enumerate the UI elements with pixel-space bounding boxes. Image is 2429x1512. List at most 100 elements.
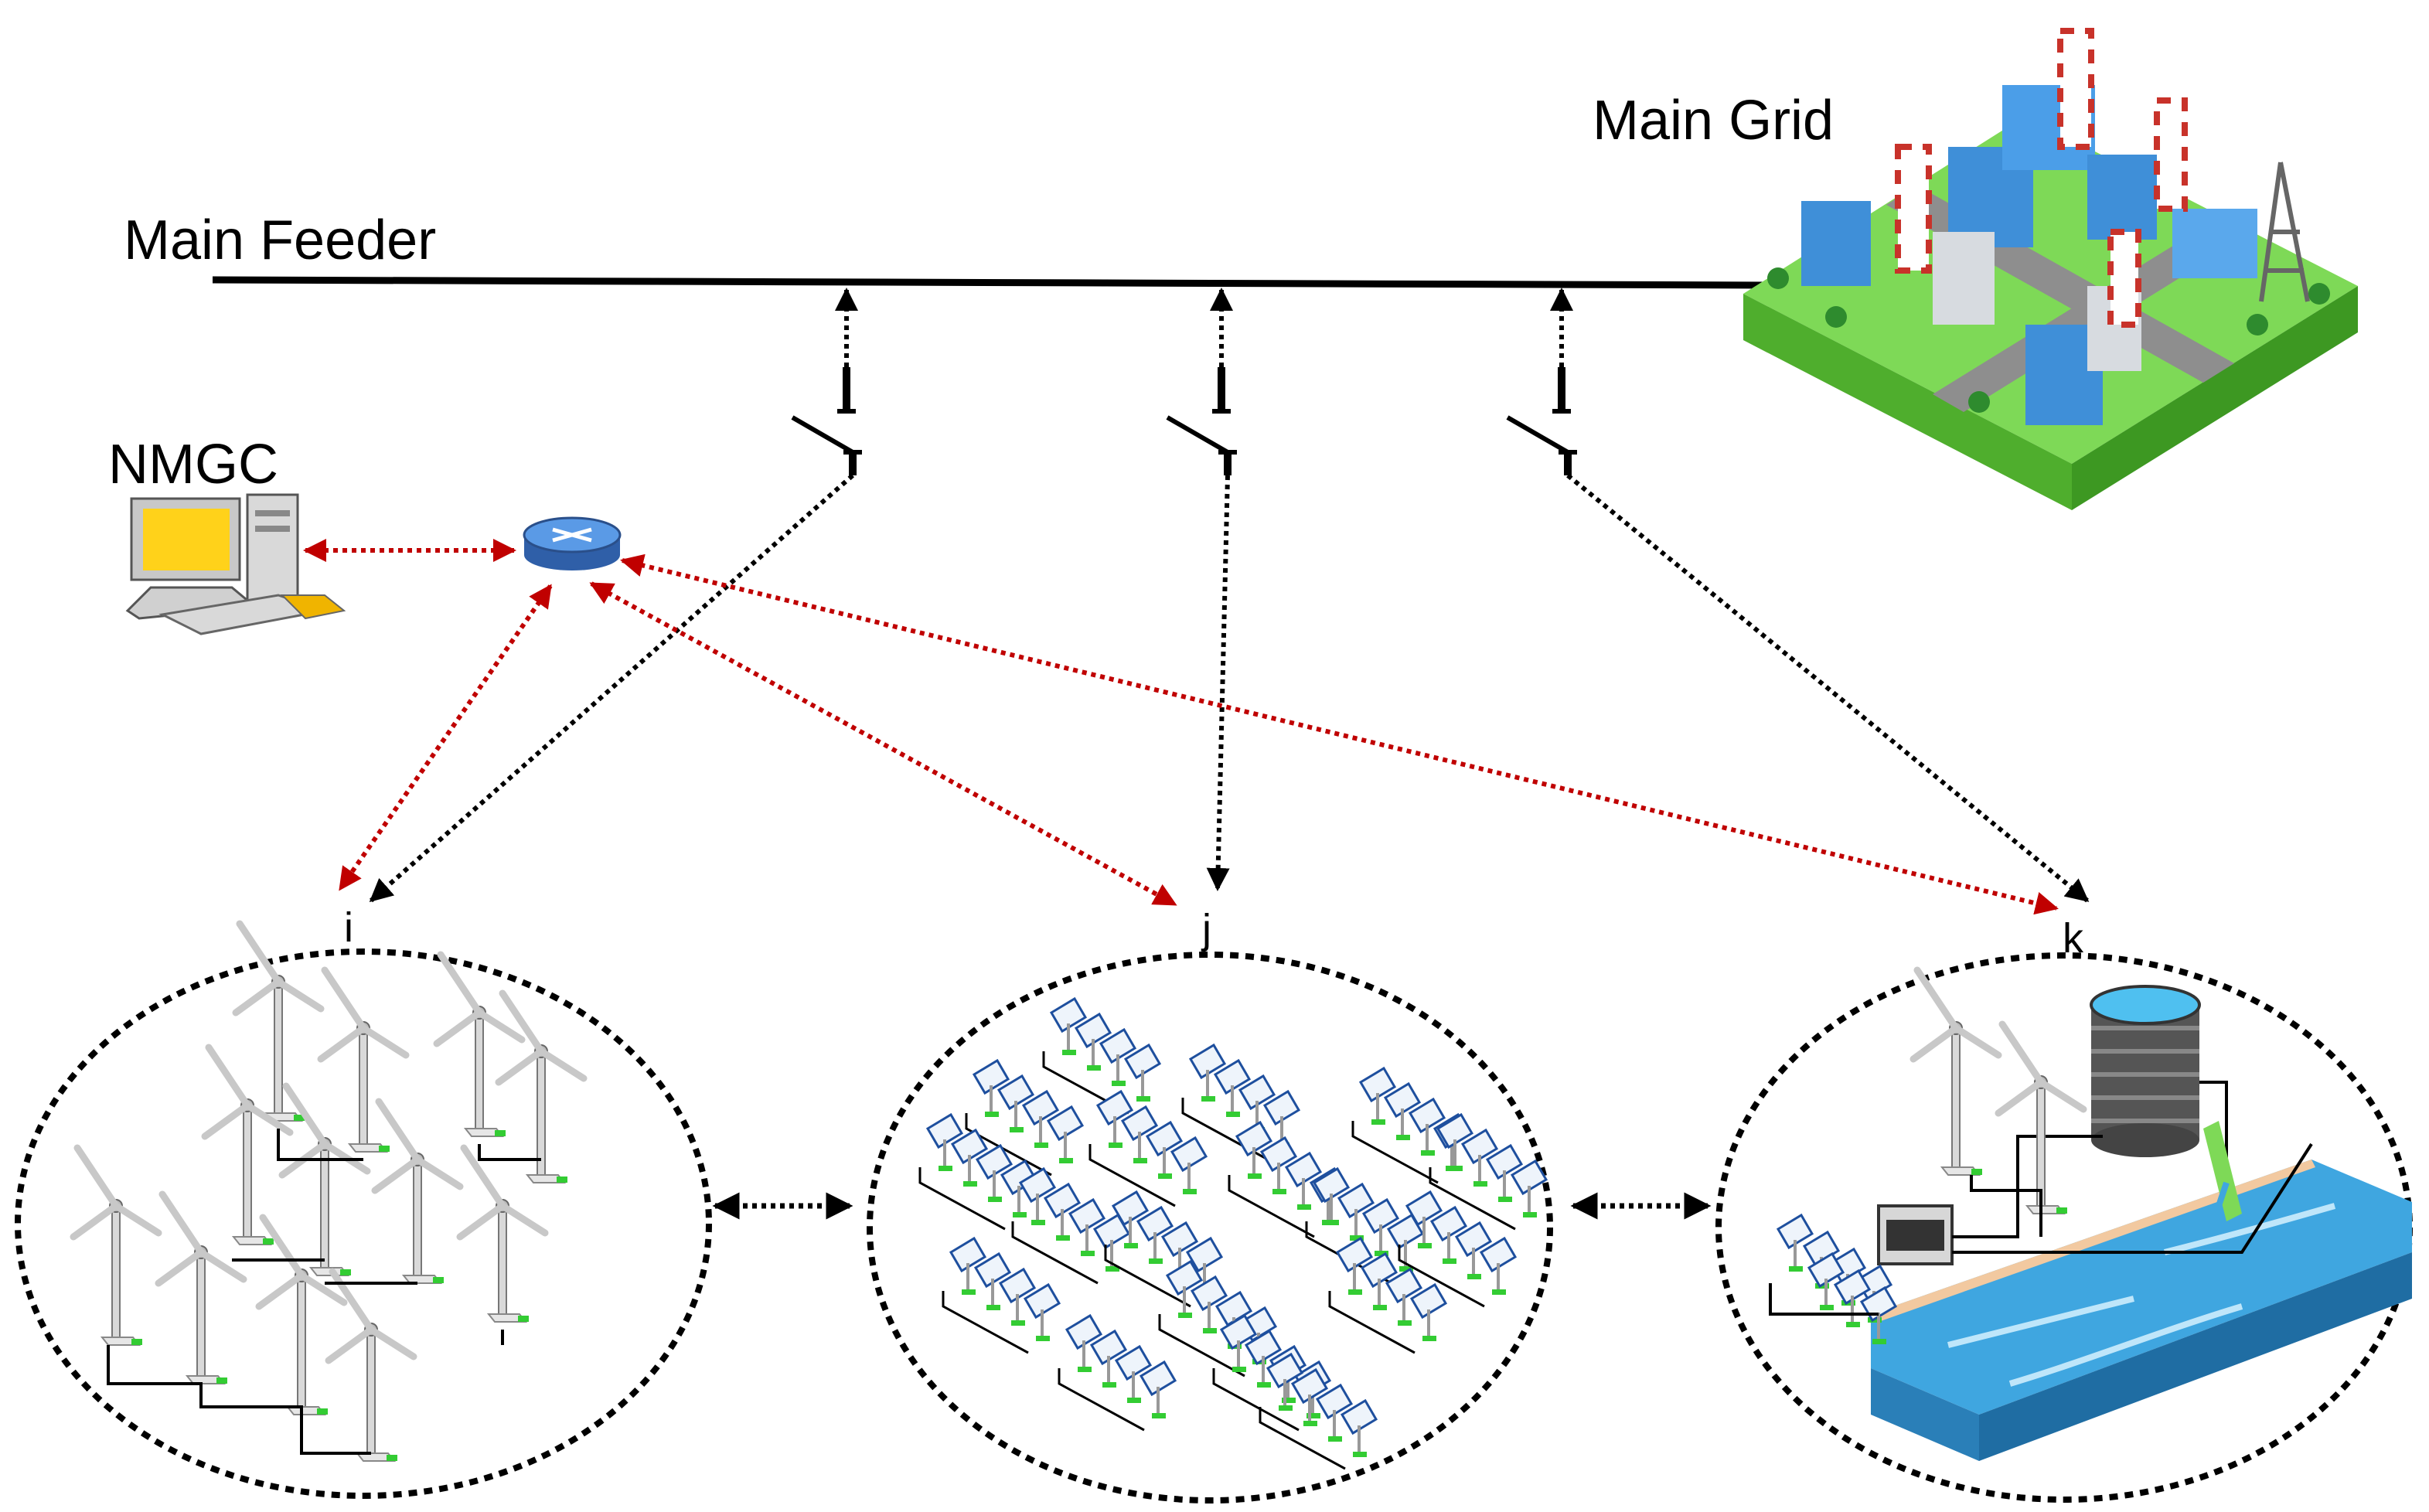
turbine-blade: [1909, 1024, 1960, 1063]
solar-panel-base: [1226, 1112, 1240, 1117]
solar-panel-face: [1454, 1221, 1493, 1258]
solar-panel-icon: [1213, 1058, 1252, 1117]
solar-panel-face: [1190, 1275, 1228, 1312]
solar-panel-icon: [1188, 1043, 1227, 1102]
solar-panel-base: [1102, 1382, 1116, 1388]
turbine-converter: [216, 1377, 227, 1384]
microgrid-k-hybrid: [1871, 985, 2412, 1461]
solar-panel-face: [1405, 1190, 1443, 1227]
solar-panel-face: [1315, 1383, 1354, 1420]
wind-turbine-icon: [232, 920, 325, 1122]
turbine-blade: [325, 1326, 375, 1364]
microgrid-i-wind-farm: [70, 920, 588, 1462]
solar-panel-base: [963, 1181, 977, 1187]
solar-panel-icon: [972, 1058, 1010, 1117]
solar-panel-face: [1802, 1230, 1841, 1267]
solar-panel-base: [1232, 1367, 1246, 1372]
solar-row-cabling: [1398, 1245, 1485, 1308]
solar-panel-face: [1065, 1313, 1103, 1350]
solar-panel-face: [975, 1143, 1014, 1180]
solar-panel-base: [1282, 1398, 1296, 1403]
solar-row-cabling: [1212, 1368, 1300, 1432]
computer-icon: [125, 493, 346, 635]
solar-panel-face: [1262, 1089, 1301, 1126]
solar-panel-face: [1235, 1120, 1273, 1157]
solar-panel-base: [1112, 1081, 1126, 1086]
solar-panel-face: [1095, 1089, 1134, 1126]
turbine-tower: [498, 1205, 507, 1315]
solar-panel-icon: [1335, 1236, 1374, 1295]
solar-panel-base: [986, 1305, 1000, 1310]
solar-panel-base: [1498, 1197, 1512, 1202]
solar-panel-base: [1031, 1220, 1045, 1225]
turbine-tower: [111, 1205, 121, 1338]
solar-panel-face: [1290, 1367, 1329, 1405]
solar-row-cabling: [1181, 1098, 1269, 1161]
solar-panel-face: [998, 1267, 1037, 1304]
solar-panel-base: [1062, 1050, 1076, 1055]
solar-panel-base: [1297, 1204, 1311, 1210]
solar-panel-base: [1820, 1305, 1834, 1310]
turbine-blade: [112, 1202, 162, 1237]
solar-panel-face: [1114, 1344, 1153, 1381]
solar-panel-base: [1081, 1251, 1095, 1256]
turbine-blade: [359, 1024, 410, 1059]
solar-panel-base: [1328, 1436, 1342, 1442]
turbine-converter: [387, 1455, 397, 1461]
solar-panel-icon: [1479, 1236, 1518, 1295]
turbine-blade: [460, 1144, 506, 1210]
solar-panel-face: [1833, 1269, 1872, 1306]
wind-turbine-icon: [255, 1214, 348, 1415]
solar-panel-face: [1046, 1105, 1085, 1142]
turbine-blade: [329, 1268, 375, 1333]
solar-panel-base: [1398, 1320, 1412, 1326]
solar-panel-face: [1510, 1159, 1548, 1196]
solar-panel-base: [985, 1112, 999, 1117]
solar-panel-base: [1353, 1452, 1367, 1457]
solar-panel-icon: [975, 1143, 1014, 1202]
solar-panel-face: [1139, 1360, 1177, 1397]
turbine-tower: [196, 1251, 206, 1377]
solar-panel-face: [1284, 1151, 1323, 1188]
solar-panel-base: [962, 1289, 976, 1295]
solar-panel-face: [1021, 1089, 1060, 1126]
solar-panel-face: [1170, 1136, 1208, 1173]
turbine-tower: [413, 1159, 422, 1276]
switch-j: [1166, 367, 1237, 475]
solar-panel-base: [1422, 1336, 1436, 1341]
solar-panel-base: [1011, 1320, 1025, 1326]
microgrid-j-solar-farm: [918, 996, 1548, 1470]
comm-link-router-i: [338, 584, 553, 891]
turbine-blade: [375, 1098, 421, 1163]
microgrid-k-generation: [1769, 966, 2087, 1344]
solar-panel-icon: [1244, 1329, 1283, 1388]
solar-panel-base: [1127, 1398, 1141, 1403]
turbine-blade: [255, 1272, 305, 1310]
solar-panel-face: [1068, 1197, 1106, 1234]
solar-panel-face: [1136, 1205, 1174, 1242]
solar-panel-face: [1776, 1213, 1814, 1250]
solar-panel-icon: [1315, 1383, 1354, 1442]
power-link-switch-k-node: [1566, 473, 2090, 903]
solar-panel-face: [973, 1251, 1012, 1289]
solar-panel-base: [1421, 1150, 1435, 1156]
wind-turbine-icon: [155, 1190, 247, 1384]
solar-panel-face: [972, 1058, 1010, 1095]
turbine-blade: [236, 920, 282, 986]
solar-panel-base: [1059, 1158, 1073, 1163]
solar-panel-icon: [949, 1236, 987, 1295]
solar-row-cabling: [1011, 1221, 1099, 1285]
solar-panel-base: [1348, 1289, 1362, 1295]
solar-panel-face: [1408, 1097, 1446, 1134]
solar-panel-face: [1145, 1120, 1184, 1157]
solar-panel-icon: [1405, 1190, 1443, 1248]
turbine-blade: [201, 1102, 251, 1140]
solar-panel-base: [1178, 1313, 1192, 1318]
solar-panel-icon: [1235, 1120, 1273, 1179]
solar-row-cabling: [1259, 1407, 1346, 1470]
turbine-converter: [2056, 1207, 2067, 1214]
solar-panel-base: [1371, 1119, 1385, 1125]
solar-panel-icon: [1454, 1221, 1493, 1279]
turbine-converter: [433, 1277, 444, 1283]
solar-panel-face: [1043, 1182, 1082, 1219]
